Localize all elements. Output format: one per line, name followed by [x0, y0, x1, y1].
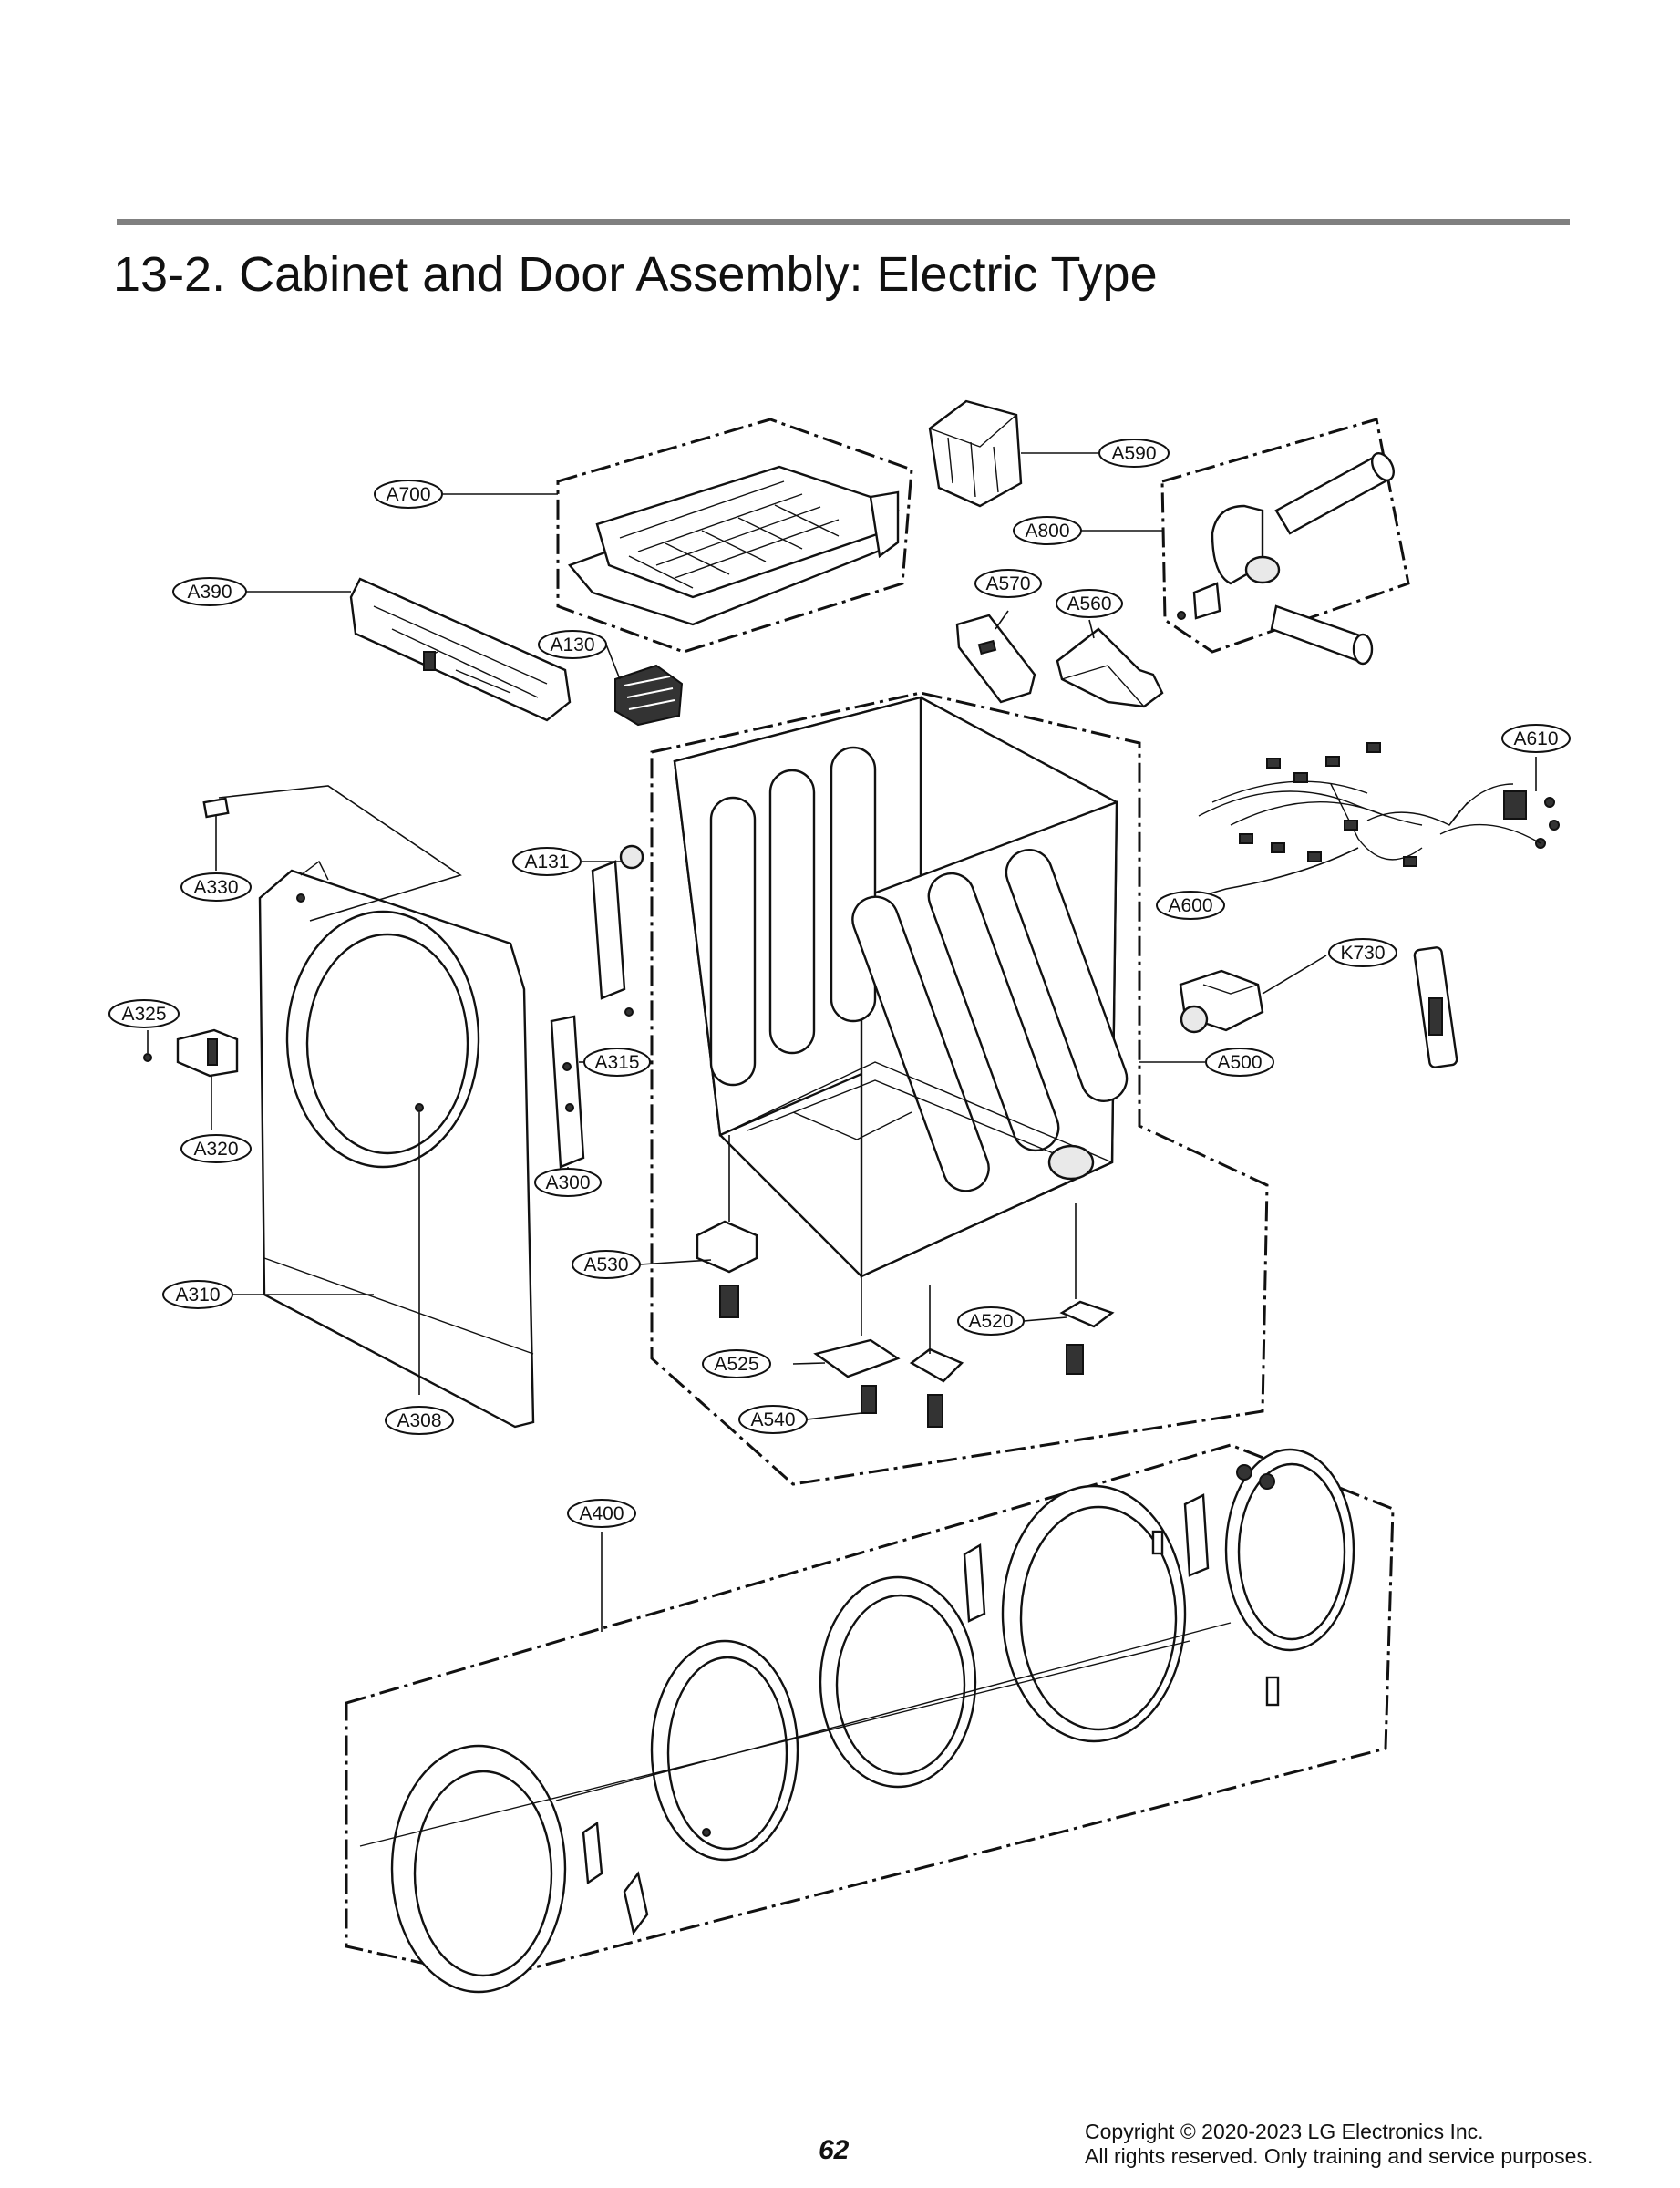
callout-a570: A570 [974, 569, 1042, 598]
wire-harness-part [1198, 742, 1560, 867]
section-title: Cabinet and Door Assembly: Electric Type [239, 247, 1158, 302]
top-cover-part [567, 465, 900, 626]
copyright-line-2: All rights reserved. Only training and s… [1085, 2144, 1593, 2168]
boundary-top-cover [556, 418, 913, 654]
bracket-part-a330 [202, 797, 230, 819]
leg-brackets [696, 1220, 1115, 1428]
callout-a800: A800 [1013, 516, 1082, 545]
callout-a315: A315 [583, 1048, 651, 1077]
svg-text:A130: A130 [550, 635, 594, 655]
valve-part [1179, 969, 1264, 1034]
door-assembly-part [359, 1448, 1355, 1994]
callout-a540: A540 [738, 1405, 808, 1434]
hinge-part-a131 [591, 844, 644, 1017]
callout-a500: A500 [1205, 1048, 1274, 1077]
plate-part-a570 [955, 614, 1036, 704]
callout-a131: A131 [512, 847, 582, 876]
svg-text:A315: A315 [594, 1052, 639, 1073]
svg-text:A325: A325 [121, 1004, 166, 1025]
callout-a560: A560 [1056, 589, 1123, 618]
callout-a700: A700 [374, 480, 443, 509]
boundary-cabinet [650, 691, 1269, 1486]
control-panel-part [349, 577, 572, 722]
svg-text:A590: A590 [1111, 443, 1156, 464]
callout-a600: A600 [1156, 891, 1225, 920]
svg-text:A540: A540 [750, 1409, 795, 1430]
callout-a525: A525 [702, 1349, 771, 1378]
svg-text:A700: A700 [386, 484, 430, 505]
callout-a610: A610 [1501, 724, 1571, 753]
callout-a530: A530 [572, 1250, 641, 1279]
callout-a320: A320 [180, 1134, 252, 1163]
svg-text:A310: A310 [175, 1285, 220, 1306]
svg-text:A800: A800 [1025, 521, 1069, 542]
front-panel-part [258, 860, 535, 1429]
filter-part [614, 664, 684, 727]
header-rule [117, 219, 1570, 225]
svg-text:A610: A610 [1513, 728, 1558, 749]
svg-text:A320: A320 [193, 1139, 238, 1160]
svg-text:A525: A525 [714, 1354, 758, 1375]
screws [143, 1053, 424, 1112]
page-title: 13-2. Cabinet and Door Assembly: Electri… [113, 246, 1158, 303]
callout-a520: A520 [957, 1306, 1025, 1336]
copyright-notice: Copyright © 2020-2023 LG Electronics Inc… [1085, 2120, 1592, 2169]
section-number: 13-2. [113, 247, 226, 302]
leader-lines [147, 452, 1537, 1632]
callout-a390: A390 [172, 577, 247, 606]
svg-text:A308: A308 [397, 1410, 441, 1431]
callout-a330: A330 [180, 872, 252, 902]
svg-text:A300: A300 [545, 1172, 590, 1193]
callout-k730: K730 [1328, 938, 1397, 967]
page-number: 62 [819, 2135, 850, 2165]
callout-a400: A400 [567, 1499, 636, 1528]
callout-a308: A308 [385, 1406, 454, 1435]
svg-text:A560: A560 [1067, 593, 1111, 614]
svg-text:A390: A390 [187, 582, 232, 603]
svg-text:A330: A330 [193, 877, 238, 898]
callout-a590: A590 [1098, 439, 1170, 468]
svg-text:A530: A530 [583, 1254, 628, 1275]
boundary-door [345, 1443, 1395, 1980]
svg-text:A570: A570 [985, 573, 1030, 594]
hinge-part-a300 [550, 1015, 585, 1169]
exhaust-duct-part [1177, 452, 1395, 666]
svg-text:A400: A400 [579, 1503, 624, 1524]
door-latch-part [1413, 946, 1458, 1068]
bracket-part-a590 [928, 399, 1023, 508]
duct-part-a560 [1056, 627, 1164, 708]
callout-a130: A130 [538, 630, 607, 659]
callout-a325: A325 [108, 999, 180, 1028]
svg-text:A500: A500 [1217, 1052, 1262, 1073]
copyright-line-1: Copyright © 2020-2023 LG Electronics Inc… [1085, 2120, 1484, 2143]
svg-text:A520: A520 [968, 1311, 1013, 1332]
bracket-part-a320 [176, 1028, 239, 1078]
svg-text:K730: K730 [1340, 943, 1385, 964]
svg-text:A600: A600 [1168, 895, 1212, 916]
callout-a300: A300 [534, 1168, 602, 1197]
svg-text:A131: A131 [524, 851, 569, 872]
callout-a310: A310 [162, 1280, 233, 1309]
cabinet-part [673, 696, 1129, 1278]
